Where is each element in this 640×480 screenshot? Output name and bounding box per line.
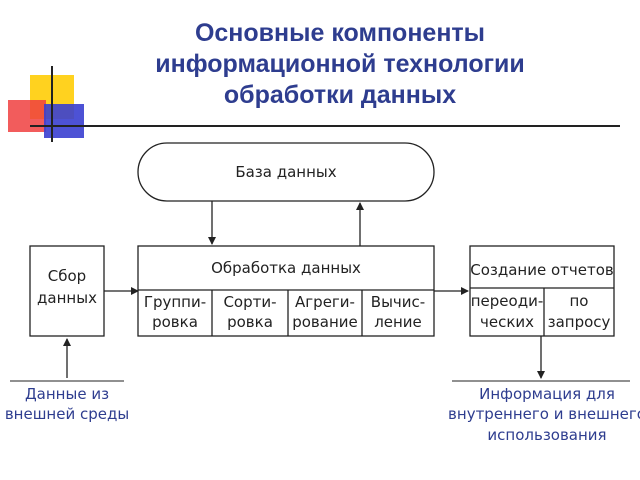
collection-label-2: данных [37,289,97,307]
collection-box [29,245,105,337]
output-label-1: Информация для [479,385,615,403]
slide-title: Основные компоненты информационной техно… [60,18,620,111]
output-label-3: использования [487,426,606,444]
database-box [137,142,435,202]
cell-sorting-2: ровка [227,313,273,331]
cell-periodic-1: переоди- [471,292,544,310]
title-line-1: Основные компоненты [194,19,486,47]
decorative-squares [8,66,620,142]
cell-on-demand-1: по [570,292,589,310]
database-label: База данных [235,163,336,181]
external-input-label-1: Данные из [25,385,109,403]
title-line-3: обработки данных [223,81,457,109]
external-input-label-2: внешней среды [5,405,129,423]
collection-label-1: Сбор [48,267,86,285]
cell-grouping-1: Группи- [144,293,206,311]
cell-aggregation-1: Агреги- [295,293,355,311]
processing-box [137,245,435,337]
reports-box [469,245,615,337]
cell-sorting-1: Сорти- [223,293,276,311]
cell-calculation-1: Вычис- [371,293,425,311]
deco-blue-square [44,104,84,138]
reports-header: Создание отчетов [470,261,614,279]
cell-aggregation-2: рование [292,313,358,331]
title-line-2: информационной технологии [155,50,525,78]
processing-header: Обработка данных [211,259,361,277]
cell-periodic-2: ческих [480,313,534,331]
cell-grouping-2: ровка [152,313,198,331]
output-label-2: внутреннего и внешнего [448,405,640,423]
cell-calculation-2: ление [374,313,422,331]
cell-on-demand-2: запросу [548,313,611,331]
